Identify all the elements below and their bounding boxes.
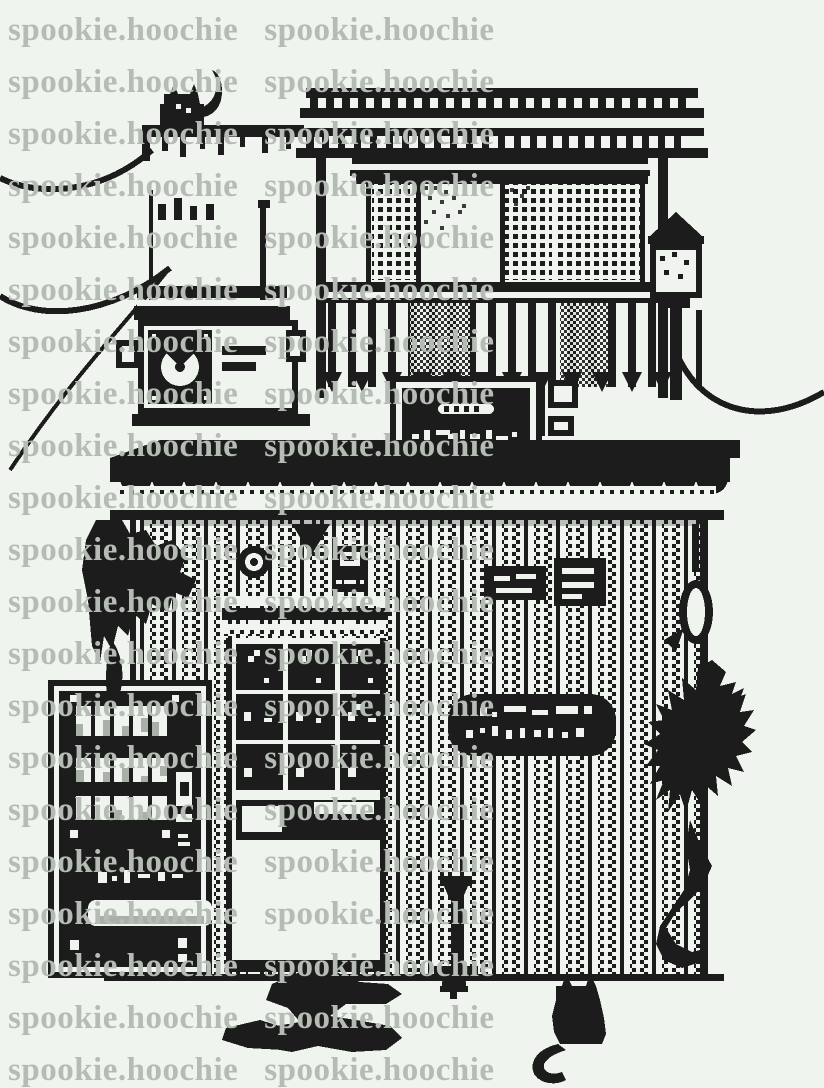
awning-shadow	[140, 520, 700, 526]
window-lattice-left	[372, 184, 420, 280]
hanging-bell	[440, 960, 468, 999]
vending-machine	[48, 680, 212, 978]
striped-wall	[118, 520, 716, 980]
upper-floor-body	[316, 156, 682, 398]
vending-coin-panel	[176, 772, 192, 846]
shop-sign-small	[484, 558, 606, 606]
street-cat	[532, 974, 606, 1084]
door-glass-glints	[244, 650, 376, 777]
upper-floor-roof	[296, 88, 708, 158]
window-lattice-right	[556, 184, 642, 280]
power-line-right	[673, 350, 824, 415]
shop-awning	[110, 440, 740, 520]
shop-door	[222, 596, 388, 972]
wall-box	[332, 546, 368, 592]
ground-line	[104, 974, 724, 981]
hanging-oval-sign	[679, 524, 713, 644]
street-lantern	[648, 212, 704, 400]
roof-cat-eyes	[176, 104, 191, 113]
hanging-vine-left	[82, 520, 196, 712]
mini-sign-right	[540, 380, 578, 436]
sign-glyphs-main	[466, 706, 592, 739]
rooftop-ac-unit	[116, 320, 310, 426]
lantern-glass-detail	[660, 252, 689, 279]
noren-drape	[292, 524, 330, 556]
shop-sign-main	[448, 694, 616, 756]
vending-logo-text	[98, 870, 183, 883]
window-reflection	[424, 186, 530, 230]
door-panes	[236, 644, 380, 790]
window-lattice-mid	[504, 184, 552, 280]
potted-plant-right	[644, 628, 756, 968]
vending-slots-row2	[76, 758, 167, 782]
rooftop-slab	[142, 125, 328, 161]
vending-dispenser	[88, 900, 212, 926]
street-puddle	[222, 972, 402, 1052]
sign-glyphs-upper	[412, 404, 517, 441]
wall-vent	[238, 546, 270, 578]
rooftop-antenna	[149, 190, 270, 302]
vending-slot-shadows1	[76, 718, 159, 736]
vending-corner-marks	[70, 695, 179, 838]
